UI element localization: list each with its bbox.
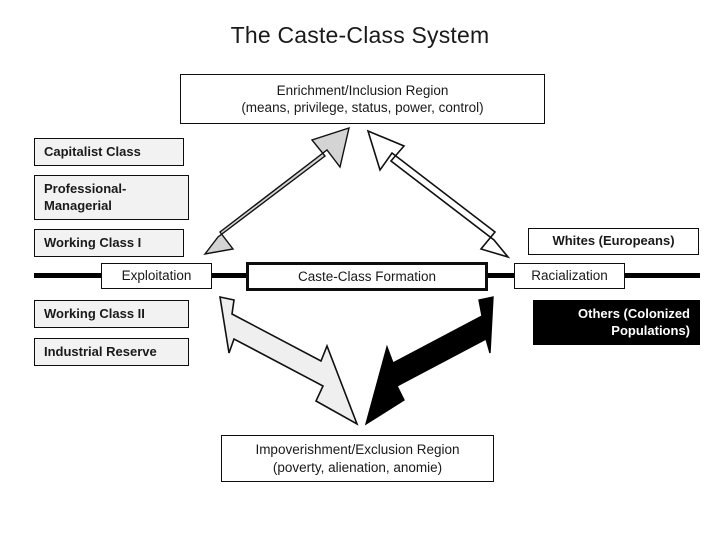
enrichment-region-line1: Enrichment/Inclusion Region	[276, 82, 449, 98]
class-box-capitalist-class-label: Capitalist Class	[44, 143, 141, 159]
axis-node-exploitation: Exploitation	[101, 263, 212, 289]
race-box-others-line1: Others (Colonized	[578, 305, 690, 321]
enrichment-region-line2: (means, privilege, status, power, contro…	[241, 100, 484, 115]
race-box-whites-europeans-label: Whites (Europeans)	[552, 233, 675, 249]
class-box-working-class-i-label: Working Class I	[44, 234, 142, 250]
enrichment-inclusion-region-box: Enrichment/Inclusion Region (means, priv…	[180, 74, 545, 124]
class-box-working-class-ii-label: Working Class II	[44, 305, 145, 321]
class-box-professional-managerial-line2: Managerial	[44, 197, 112, 213]
axis-node-caste-class-formation: Caste-Class Formation	[246, 262, 488, 291]
enrichment-region-text: Enrichment/Inclusion Region (means, priv…	[189, 82, 536, 117]
class-box-professional-managerial-label: Professional- Managerial	[44, 181, 188, 214]
race-box-others-line2: Populations)	[611, 322, 690, 338]
class-box-working-class-i: Working Class I	[34, 229, 184, 257]
page-title: The Caste-Class System	[230, 22, 490, 48]
race-box-others-colonized-populations: Others (Colonized Populations)	[533, 300, 700, 345]
class-box-working-class-ii: Working Class II	[34, 300, 189, 328]
arrow-exploitation-to-impoverishment	[219, 295, 359, 426]
impoverishment-region-text: Impoverishment/Exclusion Region (poverty…	[230, 441, 485, 476]
impoverishment-exclusion-region-box: Impoverishment/Exclusion Region (poverty…	[221, 435, 494, 482]
arrow-exploitation-to-enrichment	[203, 126, 350, 256]
axis-node-racialization: Racialization	[514, 263, 625, 289]
race-box-whites-europeans: Whites (Europeans)	[528, 228, 699, 255]
class-box-industrial-reserve-label: Industrial Reserve	[44, 343, 157, 359]
impoverishment-region-line2: (poverty, alienation, anomie)	[272, 459, 443, 475]
race-box-others-colonized-populations-label: Others (Colonized Populations)	[533, 306, 690, 339]
class-box-industrial-reserve: Industrial Reserve	[34, 338, 189, 366]
class-box-capitalist-class: Capitalist Class	[34, 138, 184, 166]
axis-node-caste-class-formation-label: Caste-Class Formation	[297, 268, 437, 284]
class-box-professional-managerial: Professional- Managerial	[34, 175, 189, 220]
axis-node-racialization-label: Racialization	[531, 268, 608, 284]
class-box-professional-managerial-line1: Professional-	[44, 180, 127, 196]
axis-node-exploitation-label: Exploitation	[121, 268, 192, 284]
impoverishment-region-line1: Impoverishment/Exclusion Region	[255, 442, 460, 458]
arrow-racialization-to-enrichment	[366, 129, 511, 259]
arrow-racialization-to-impoverishment	[364, 296, 494, 426]
